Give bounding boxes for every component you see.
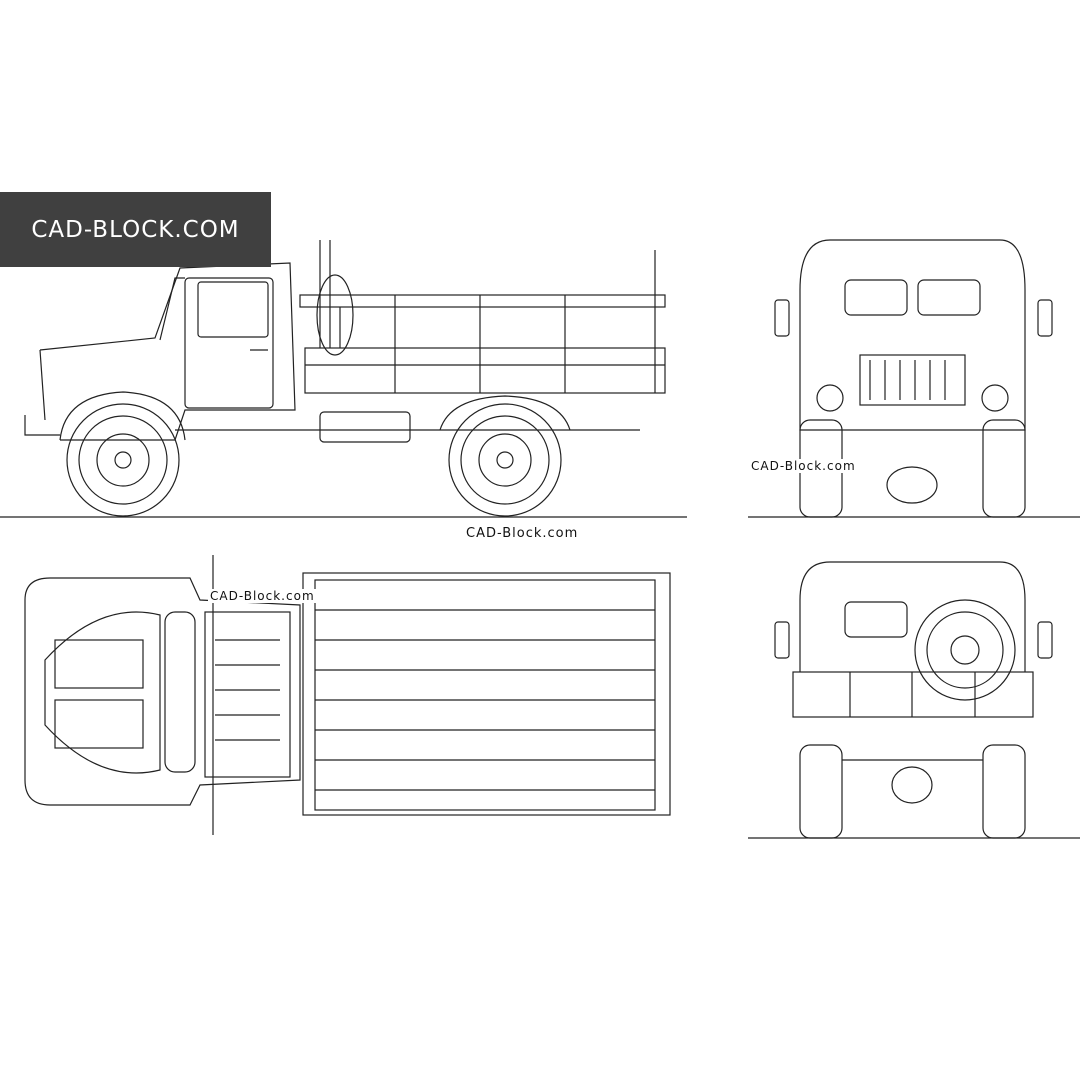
watermark-text: CAD-Block.com	[464, 526, 581, 541]
site-logo: CAD-BLOCK.COM	[0, 192, 271, 267]
side-view	[24, 240, 666, 517]
rear-view	[774, 561, 1053, 839]
front-view	[774, 239, 1053, 518]
watermark-text: CAD-Block.com	[749, 459, 858, 473]
top-view	[24, 555, 671, 835]
watermark-text: CAD-Block.com	[208, 589, 317, 603]
